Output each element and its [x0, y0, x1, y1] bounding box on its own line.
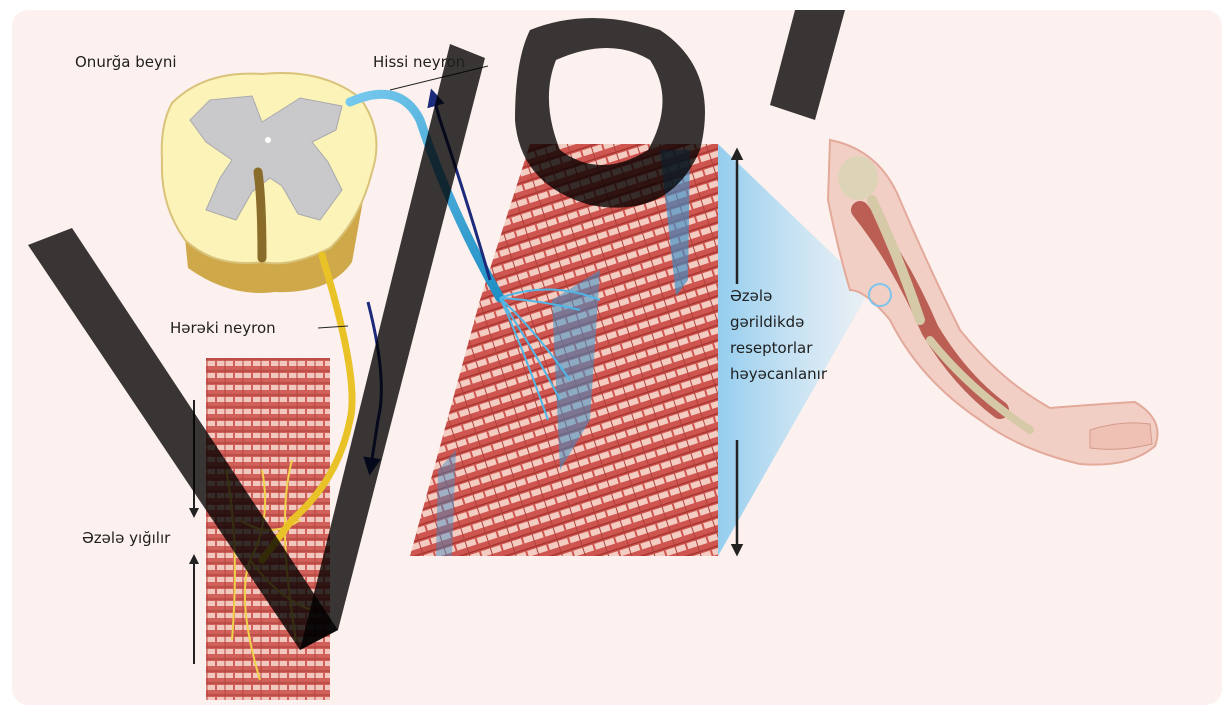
receptors-label-line: gərildikdə — [730, 310, 804, 334]
arm-illustration — [828, 140, 1158, 465]
spinal-cord-cross-section — [162, 73, 377, 293]
receptors-label-line: Əzələ — [730, 284, 772, 308]
spinal-cord-label: Onurğa beyni — [75, 50, 177, 74]
sensory-neuron-label: Hissi neyron — [373, 50, 465, 74]
motor-signal-arrow — [368, 302, 381, 472]
contracting-muscle-block — [206, 358, 330, 700]
motor-neuron-label: Hərəki neyron — [170, 316, 276, 340]
muscle-contracts-label: Əzələ yığılır — [82, 526, 170, 550]
receptors-label-line: həyəcanlanır — [730, 362, 827, 386]
receptors-label-line: reseptorlar — [730, 336, 812, 360]
